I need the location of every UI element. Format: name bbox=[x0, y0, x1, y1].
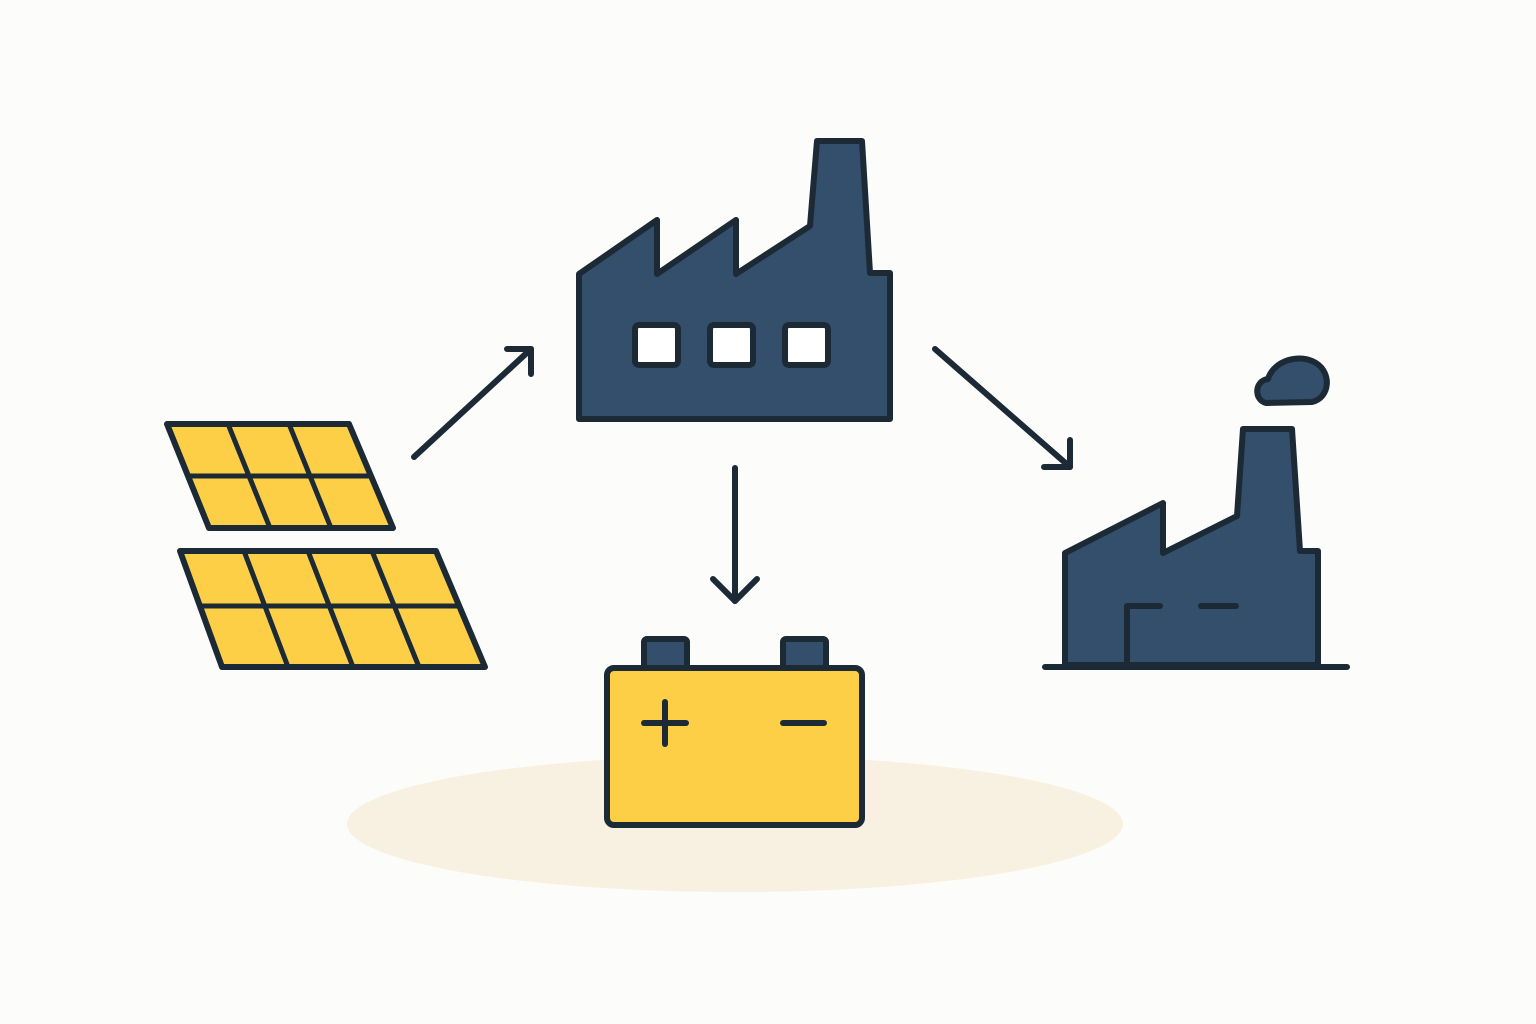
battery-icon bbox=[604, 636, 865, 828]
factory-window bbox=[632, 322, 681, 368]
plus-sign-icon bbox=[641, 699, 689, 747]
solar-panel-lower bbox=[177, 548, 488, 670]
factory-window bbox=[707, 322, 756, 368]
solar-panel-upper bbox=[164, 421, 396, 531]
arrow-factory-to-plant bbox=[932, 346, 1073, 470]
factory-window bbox=[782, 322, 831, 368]
battery-body bbox=[604, 665, 865, 828]
battery-terminal-positive bbox=[641, 636, 690, 672]
arrow-factory-to-battery bbox=[710, 465, 760, 604]
battery-terminal-negative bbox=[780, 636, 829, 672]
factory-icon bbox=[576, 138, 893, 422]
solar-panel-icon bbox=[164, 421, 488, 670]
industrial-plant-icon bbox=[1042, 355, 1350, 670]
smoke-cloud-icon bbox=[1254, 355, 1330, 406]
arrow-solar-to-factory bbox=[411, 346, 534, 460]
